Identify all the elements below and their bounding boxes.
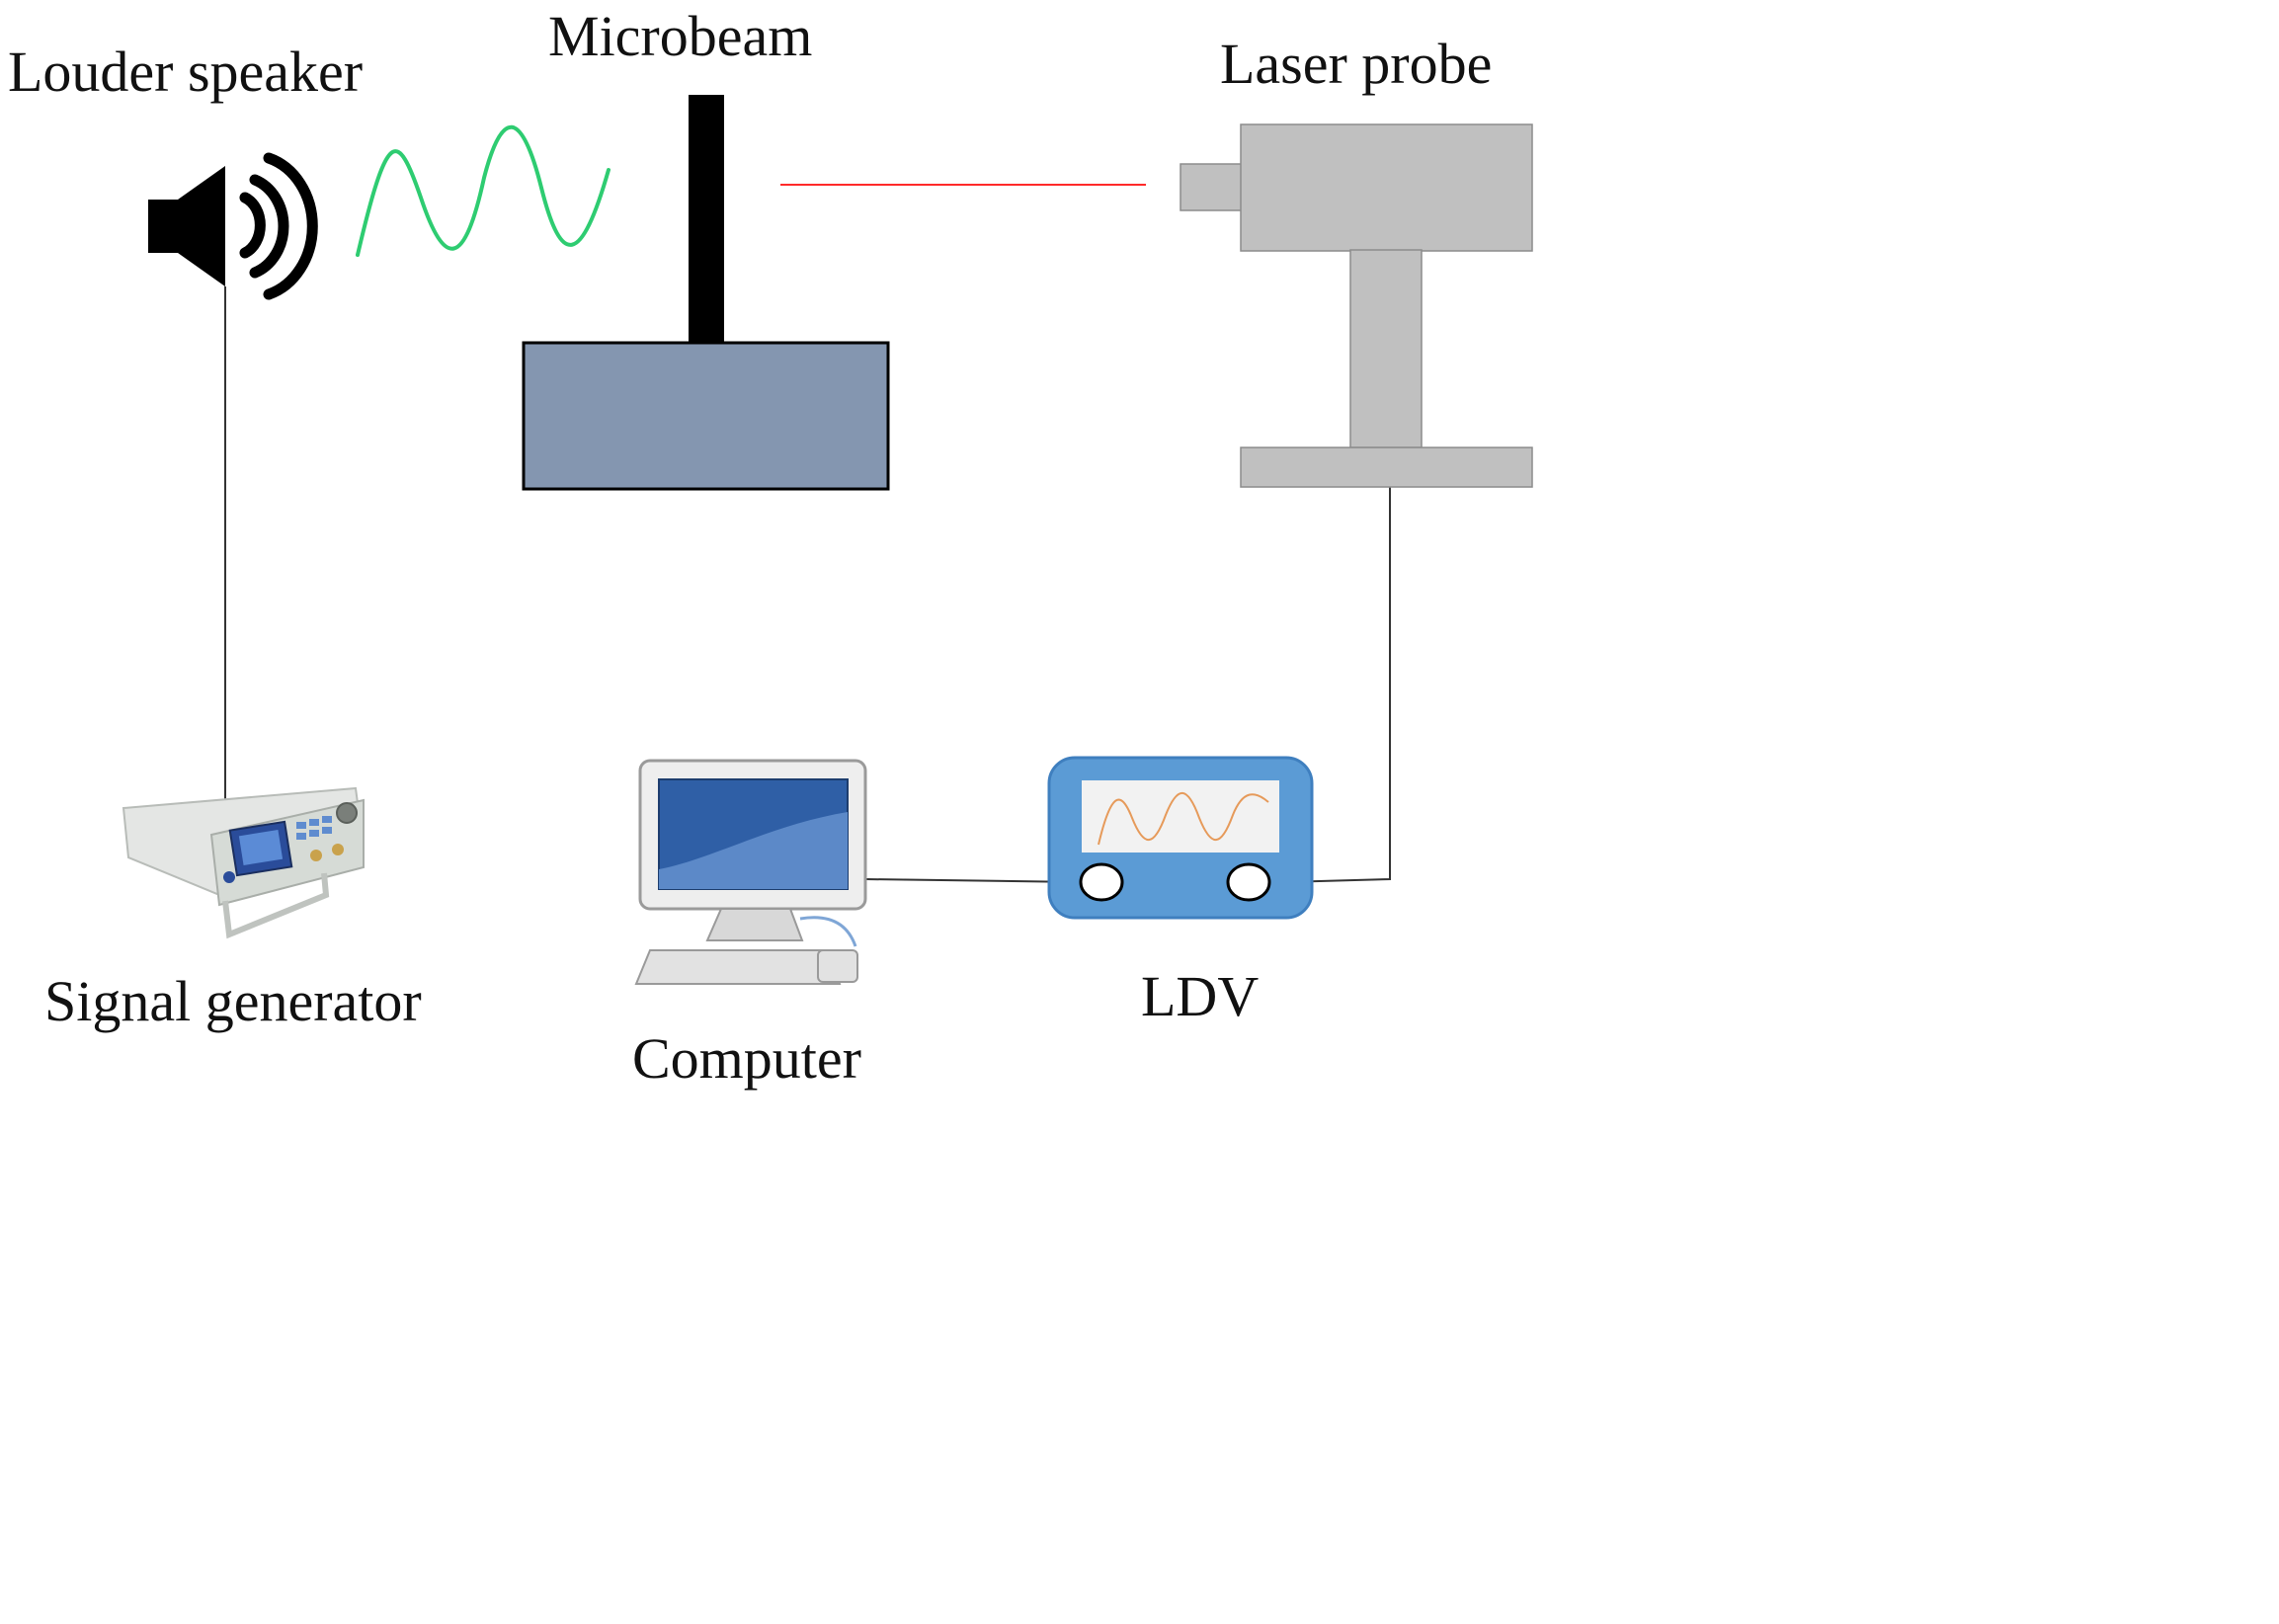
label-ldv: LDV: [1141, 964, 1260, 1028]
ldv-trace: [1098, 792, 1269, 846]
acoustic-wave: [356, 124, 610, 257]
ldv-device-icon: [1047, 756, 1314, 920]
microbeam-base: [522, 341, 890, 491]
laser-probe-icon: [1180, 123, 1533, 488]
label-laser-probe: Laser probe: [1220, 32, 1493, 96]
experiment-setup-diagram: Louder speaker Microbeam Laser probe Sig…: [0, 0, 1549, 1103]
diagram-canvas: [122, 95, 1533, 985]
label-signal-generator: Signal generator: [44, 969, 422, 1033]
probe-ldv-wire: [1283, 486, 1391, 883]
computer-ldv-wire: [864, 878, 1083, 883]
signal-generator-icon: [122, 786, 366, 939]
computer-icon: [634, 759, 867, 985]
speaker-icon: [148, 152, 318, 300]
label-computer: Computer: [632, 1026, 861, 1091]
label-microbeam: Microbeam: [548, 4, 813, 68]
microbeam-bar: [689, 95, 724, 344]
label-louder-speaker: Louder speaker: [8, 40, 364, 104]
